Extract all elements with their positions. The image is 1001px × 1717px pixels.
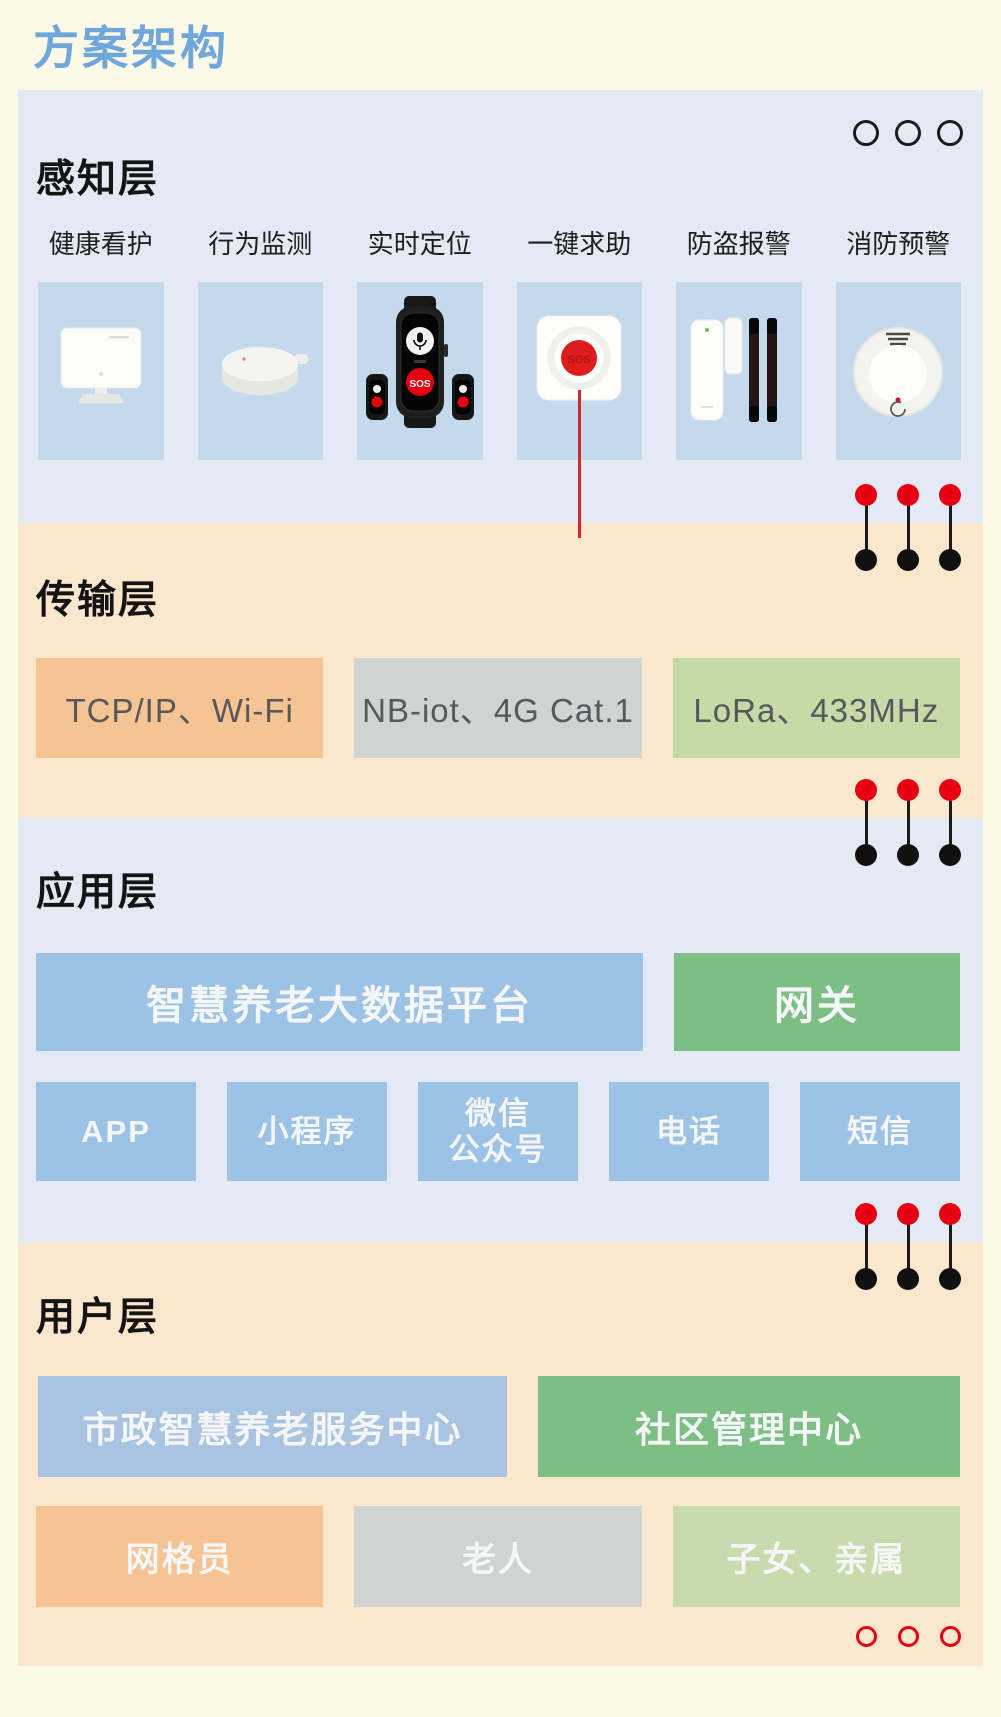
role-box-elderly: 老人 bbox=[354, 1506, 642, 1607]
connector-pin-icon bbox=[939, 779, 961, 866]
sos-cord bbox=[578, 390, 582, 538]
circle-outline-icon bbox=[895, 120, 921, 146]
transmission-box-lora-433: LoRa、433MHz bbox=[672, 658, 960, 758]
decorative-circles-bottom bbox=[856, 1626, 961, 1647]
device-health-monitor: 健康看护 bbox=[38, 228, 164, 460]
device-card: SOS bbox=[516, 282, 642, 538]
application-box-gateway: 网关 bbox=[674, 953, 960, 1051]
smoke-detector-icon bbox=[853, 327, 944, 417]
channel-box-sms: 短信 bbox=[800, 1082, 960, 1181]
circle-outline-icon bbox=[853, 120, 879, 146]
user-primary-row: 市政智慧养老服务中心 社区管理中心 bbox=[38, 1376, 960, 1477]
connector-pin-icon bbox=[897, 1203, 919, 1290]
device-card bbox=[38, 282, 164, 460]
device-sos-watch: 实时定位 bbox=[357, 228, 483, 460]
layer-application: 应用层 智慧养老大数据平台 网关 APP 小程序 微信 公众号 电话 短信 bbox=[18, 818, 983, 1242]
user-role-row: 网格员 老人 子女、亲属 bbox=[36, 1506, 960, 1607]
layer-heading-user: 用户层 bbox=[36, 1296, 160, 1339]
connector-pin-icon bbox=[897, 484, 919, 571]
role-box-grid-worker: 网格员 bbox=[36, 1506, 324, 1607]
transmission-box-row: TCP/IP、Wi-Fi NB-iot、4G Cat.1 LoRa、433MHz bbox=[36, 658, 960, 758]
circle-outline-red-icon bbox=[940, 1626, 961, 1647]
connector-pin-icon bbox=[855, 779, 877, 866]
circle-outline-red-icon bbox=[856, 1626, 877, 1647]
architecture-panel: 感知层 健康看护 行为监测 bbox=[18, 90, 983, 1666]
svg-text:SOS: SOS bbox=[568, 354, 591, 366]
layer-heading-application: 应用层 bbox=[36, 871, 160, 914]
device-label: 实时定位 bbox=[367, 229, 472, 259]
door-alarm-icon bbox=[690, 317, 777, 422]
transmission-box-tcpip-wifi: TCP/IP、Wi-Fi bbox=[36, 658, 324, 758]
device-sos-call-button: 一键求助 SOS bbox=[516, 228, 642, 538]
user-box-municipal-center: 市政智慧养老服务中心 bbox=[38, 1376, 507, 1477]
application-primary-row: 智慧养老大数据平台 网关 bbox=[36, 953, 960, 1051]
health-monitor-icon bbox=[60, 327, 142, 403]
device-label: 防盗报警 bbox=[686, 229, 791, 259]
circle-outline-icon bbox=[937, 120, 963, 146]
connector-pin-icon bbox=[855, 1203, 877, 1290]
device-label: 行为监测 bbox=[208, 229, 313, 259]
device-card bbox=[676, 282, 802, 460]
device-smoke-detector: 消防预警 bbox=[835, 228, 961, 460]
device-card bbox=[835, 282, 961, 460]
application-channel-row: APP 小程序 微信 公众号 电话 短信 bbox=[36, 1082, 960, 1181]
device-door-alarm: 防盗报警 bbox=[676, 228, 802, 460]
device-label: 一键求助 bbox=[527, 229, 632, 259]
device-behavior-sensor: 行为监测 bbox=[197, 228, 323, 460]
circle-outline-red-icon bbox=[898, 1626, 919, 1647]
device-label: 消防预警 bbox=[846, 229, 951, 259]
device-row: 健康看护 行为监测 bbox=[38, 228, 961, 538]
channel-box-miniprogram: 小程序 bbox=[227, 1082, 387, 1181]
connector-pin-icon bbox=[939, 484, 961, 571]
layer-heading-transmission: 传输层 bbox=[36, 579, 160, 622]
sos-watch-icon: SOS bbox=[365, 296, 474, 428]
device-card bbox=[197, 282, 323, 460]
page-title: 方案架构 bbox=[33, 22, 229, 74]
decorative-circles-top bbox=[853, 120, 963, 146]
svg-text:SOS: SOS bbox=[409, 379, 430, 390]
role-box-relatives: 子女、亲属 bbox=[672, 1506, 960, 1607]
transmission-box-nbiot-4g: NB-iot、4G Cat.1 bbox=[354, 658, 642, 758]
layer-transmission: 传输层 TCP/IP、Wi-Fi NB-iot、4G Cat.1 LoRa、43… bbox=[18, 523, 983, 818]
connector-pin-icon bbox=[855, 484, 877, 571]
device-label: 健康看护 bbox=[48, 229, 153, 259]
user-box-community-center: 社区管理中心 bbox=[538, 1376, 960, 1477]
connector-pin-icon bbox=[897, 779, 919, 866]
connector-pin-icon bbox=[939, 1203, 961, 1290]
channel-box-wechat-official: 微信 公众号 bbox=[418, 1082, 578, 1181]
layer-perception: 感知层 健康看护 行为监测 bbox=[18, 90, 983, 538]
application-box-bigdata-platform: 智慧养老大数据平台 bbox=[36, 953, 643, 1051]
sos-call-button-icon: SOS bbox=[536, 315, 622, 401]
channel-box-phone: 电话 bbox=[609, 1082, 769, 1181]
channel-box-app: APP bbox=[36, 1082, 196, 1181]
behavior-sensor-icon bbox=[222, 347, 309, 395]
device-card: SOS bbox=[357, 282, 483, 460]
layer-heading-perception: 感知层 bbox=[36, 158, 160, 201]
layer-user: 用户层 市政智慧养老服务中心 社区管理中心 网格员 老人 子女、亲属 bbox=[18, 1242, 983, 1666]
